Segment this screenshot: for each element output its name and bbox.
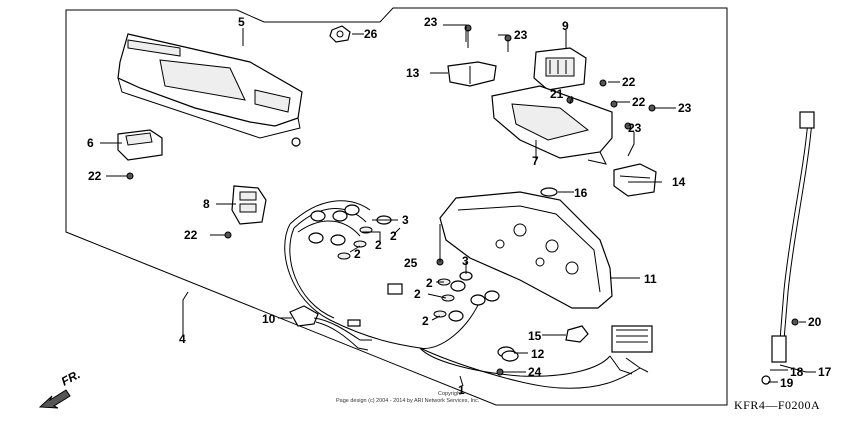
sensor-bracket bbox=[613, 163, 657, 197]
callout-17: 17 bbox=[818, 365, 832, 379]
callout-22b: 22 bbox=[632, 95, 646, 109]
callout-3b: 3 bbox=[462, 254, 469, 268]
callout-23c: 23 bbox=[678, 101, 692, 115]
callout-25: 25 bbox=[404, 256, 418, 270]
nut bbox=[329, 25, 351, 43]
callout-2b: 2 bbox=[375, 238, 382, 252]
callout-9: 9 bbox=[562, 19, 569, 33]
direction-label: FR. bbox=[59, 367, 83, 388]
meter-case bbox=[439, 191, 613, 309]
callout-19: 19 bbox=[780, 376, 794, 390]
indicator-block bbox=[224, 185, 267, 239]
callout-3a: 3 bbox=[402, 213, 409, 227]
callout-22a: 22 bbox=[622, 75, 636, 89]
callout-2e: 2 bbox=[414, 287, 421, 301]
display-panel bbox=[491, 85, 613, 165]
callout-14: 14 bbox=[672, 175, 686, 189]
leader-lines bbox=[100, 24, 816, 387]
callout-5: 5 bbox=[238, 15, 245, 29]
speedometer-cable bbox=[761, 111, 815, 385]
callout-26: 26 bbox=[364, 27, 378, 41]
callout-24: 24 bbox=[528, 365, 542, 379]
switch-block bbox=[117, 129, 163, 180]
callout-23d: 23 bbox=[628, 121, 642, 135]
callout-15: 15 bbox=[528, 329, 542, 343]
callout-20: 20 bbox=[808, 315, 822, 329]
callout-6: 6 bbox=[87, 136, 94, 150]
copyright-notice: Page design (c) 2004 - 2014 by ARI Netwo… bbox=[336, 398, 480, 404]
collar bbox=[497, 346, 519, 362]
callout-2f: 2 bbox=[422, 314, 429, 328]
callout-1: 1 bbox=[458, 383, 465, 397]
callout-22d: 22 bbox=[184, 228, 198, 242]
washer bbox=[540, 187, 558, 197]
wire-harness bbox=[284, 200, 653, 389]
callout-16: 16 bbox=[574, 186, 588, 200]
callout-22c: 22 bbox=[88, 169, 102, 183]
callout-10: 10 bbox=[262, 312, 276, 326]
callout-2a: 2 bbox=[390, 229, 397, 243]
callout-23b: 23 bbox=[514, 28, 528, 42]
sub-harness bbox=[289, 305, 372, 351]
callout-11: 11 bbox=[644, 272, 657, 286]
callout-8: 8 bbox=[203, 197, 210, 211]
callout-4: 4 bbox=[179, 332, 186, 346]
callout-2d: 2 bbox=[426, 276, 433, 290]
callout-2c: 2 bbox=[354, 247, 361, 261]
meter-cover-upper bbox=[117, 33, 303, 147]
callout-23a: 23 bbox=[424, 15, 438, 29]
copyright-label: Copyright bbox=[438, 391, 462, 397]
bracket bbox=[447, 61, 497, 87]
grommet bbox=[565, 325, 589, 343]
unit-9 bbox=[533, 47, 587, 91]
callout-18: 18 bbox=[790, 365, 804, 379]
callout-labels: 5 26 23 23 9 13 22 21 22 23 23 7 14 16 6… bbox=[87, 15, 832, 397]
front-direction-arrow: FR. bbox=[38, 367, 83, 409]
callout-13: 13 bbox=[406, 66, 420, 80]
callout-21: 21 bbox=[550, 87, 564, 101]
callout-7: 7 bbox=[532, 154, 539, 168]
callout-12: 12 bbox=[531, 347, 545, 361]
diagram-code: KFR4—F0200A bbox=[734, 398, 820, 412]
